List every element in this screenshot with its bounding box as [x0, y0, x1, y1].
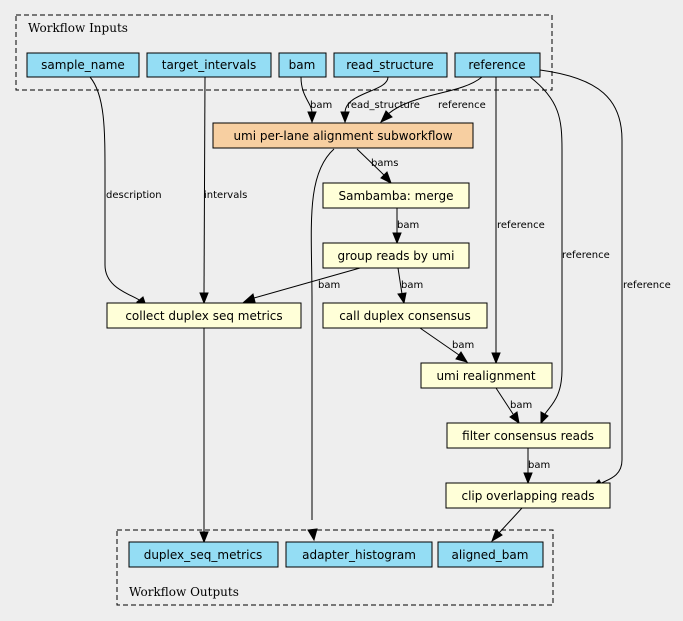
edge-clip-to-aligned-bam	[498, 507, 523, 534]
node-label: adapter_histogram	[302, 548, 416, 562]
node-label: Sambamba: merge	[339, 189, 454, 203]
node-label: read_structure	[346, 58, 433, 72]
node-label: bam	[289, 58, 316, 72]
node-label: aligned_bam	[452, 548, 529, 562]
edge-label-bam-7: bam	[528, 460, 550, 471]
edge-label-intervals: intervals	[204, 190, 247, 201]
arrowhead	[509, 411, 520, 425]
node-sambamba-merge[interactable]: Sambamba: merge	[322, 182, 470, 209]
edge-label-reference-4: reference	[623, 280, 671, 291]
edge-sample-to-collect	[89, 76, 143, 303]
node-call-consensus[interactable]: call duplex consensus	[322, 302, 488, 329]
edge-label-reference-3: reference	[562, 250, 610, 261]
arrowhead	[455, 351, 469, 363]
node-sample-name[interactable]: sample_name	[26, 52, 140, 78]
edge-label-bam-4: bam	[401, 280, 423, 291]
edge-group-to-call	[397, 267, 403, 295]
edge-label-reference-1: reference	[438, 100, 486, 111]
edge-umi-to-adapter-histogram	[310, 148, 335, 520]
node-label: duplex_seq_metrics	[144, 548, 263, 562]
node-label: sample_name	[41, 58, 125, 72]
arrowhead	[340, 111, 350, 124]
workflow-outputs-cluster: Workflow Outputs	[116, 529, 554, 606]
workflow-inputs-cluster: Workflow Inputs	[15, 14, 553, 91]
edge-reference-to-clip	[539, 69, 623, 485]
node-label: umi realignment	[436, 369, 535, 383]
arrowhead	[307, 528, 318, 542]
node-label: call duplex consensus	[339, 309, 471, 323]
node-target-intervals[interactable]: target_intervals	[146, 52, 272, 78]
edge-bam-to-umi	[300, 76, 313, 114]
node-umi-subworkflow[interactable]: umi per-lane alignment subworkflow	[212, 122, 474, 149]
edge-reference-to-umi	[387, 76, 483, 115]
node-label: reference	[468, 58, 525, 72]
node-group-reads[interactable]: group reads by umi	[322, 242, 470, 269]
arrowhead	[397, 292, 407, 305]
node-label: umi per-lane alignment subworkflow	[233, 129, 452, 143]
edge-group-to-collect	[253, 267, 361, 299]
node-label: collect duplex seq metrics	[125, 309, 282, 323]
edge-label-bam-5: bam	[452, 340, 474, 351]
edge-reference-to-filter	[529, 76, 563, 415]
arrowhead	[392, 232, 402, 245]
node-aligned-bam[interactable]: aligned_bam	[437, 541, 544, 568]
node-adapter-histogram[interactable]: adapter_histogram	[285, 541, 433, 568]
node-filter-reads[interactable]: filter consensus reads	[446, 422, 611, 449]
edge-label-description: description	[106, 190, 162, 201]
node-label: target_intervals	[162, 58, 257, 72]
node-label: group reads by umi	[338, 249, 455, 263]
node-label: clip overlapping reads	[461, 489, 594, 503]
edge-label-bam-2: bam	[397, 220, 419, 231]
node-label: filter consensus reads	[462, 429, 594, 443]
workflow-inputs-label: Workflow Inputs	[28, 21, 128, 35]
edge-realign-to-filter	[495, 387, 514, 415]
node-bam[interactable]: bam	[278, 52, 327, 78]
node-read-structure[interactable]: read_structure	[333, 52, 448, 78]
arrowhead	[540, 411, 549, 425]
edge-label-bam-1: bam	[310, 100, 332, 111]
edges: description intervals bam read_structure…	[89, 69, 671, 544]
edge-label-bam-6: bam	[510, 400, 532, 411]
edge-call-to-realign	[419, 327, 460, 356]
node-umi-realignment[interactable]: umi realignment	[420, 362, 553, 389]
arrowhead	[242, 293, 256, 303]
node-reference[interactable]: reference	[454, 52, 541, 78]
arrowhead	[491, 352, 501, 365]
arrowhead	[523, 472, 533, 485]
arrowhead	[491, 529, 503, 543]
arrowhead	[379, 110, 393, 124]
edge-label-bam-3: bam	[318, 280, 340, 291]
arrowhead	[199, 292, 209, 305]
arrowhead	[199, 531, 209, 544]
edge-intervals-to-collect	[203, 76, 206, 294]
arrowhead	[307, 111, 317, 124]
edge-label-read-structure: read_structure	[347, 100, 420, 111]
workflow-outputs-label: Workflow Outputs	[129, 585, 239, 599]
node-collect-metrics[interactable]: collect duplex seq metrics	[106, 302, 302, 329]
edge-read-structure-to-umi	[344, 76, 389, 114]
edge-label-bams: bams	[371, 158, 398, 169]
arrowhead	[380, 171, 392, 185]
edge-umi-to-merge	[356, 148, 386, 177]
node-clip-reads[interactable]: clip overlapping reads	[445, 482, 611, 509]
edge-label-reference-2: reference	[497, 220, 545, 231]
node-duplex-seq-metrics[interactable]: duplex_seq_metrics	[128, 541, 279, 568]
